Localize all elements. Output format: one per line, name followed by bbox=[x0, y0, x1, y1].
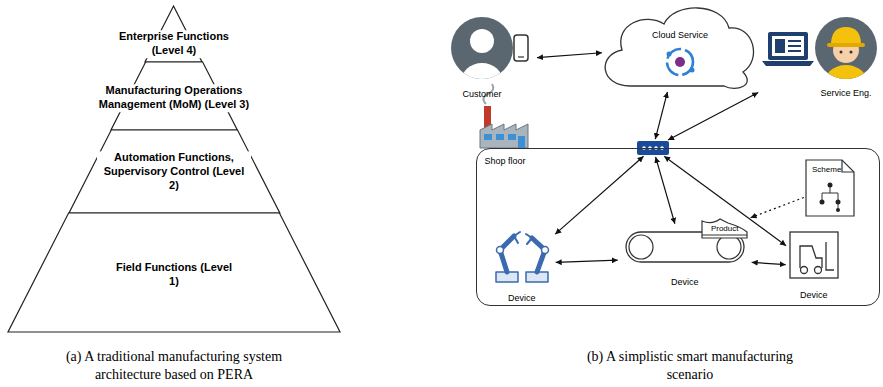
conveyor-device: Device bbox=[620, 226, 750, 290]
forklift bbox=[790, 232, 838, 278]
band-label: Field Functions (Level 1) bbox=[112, 261, 236, 289]
connector-arrow bbox=[656, 157, 675, 224]
band-label: Enterprise Functions (Level 4) bbox=[107, 30, 241, 58]
figure-caption: (a) A traditional manufacturing system a… bbox=[39, 348, 309, 384]
laptop-line bbox=[788, 45, 801, 47]
node-label: Product bbox=[711, 224, 739, 234]
phone-button bbox=[518, 56, 524, 57]
factory-window bbox=[484, 134, 492, 140]
forklift-wheel bbox=[801, 267, 808, 274]
pyramid-band: Enterprise Functions (Level 4) bbox=[145, 6, 202, 62]
cloud-outline bbox=[605, 8, 753, 88]
tree-node bbox=[828, 183, 833, 188]
laptop-display bbox=[772, 36, 804, 56]
tree-node bbox=[836, 208, 840, 212]
cloud-service: Cloud Service bbox=[604, 4, 754, 90]
pyramid-band: Automation Functions, Supervisory Contro… bbox=[69, 130, 280, 213]
connector-arrow bbox=[751, 197, 804, 217]
node-label: Customer bbox=[462, 89, 501, 100]
service-ring bbox=[667, 49, 693, 75]
robot-link bbox=[532, 238, 545, 272]
pyramid-band: Manufacturing Operations Management (MoM… bbox=[111, 62, 237, 130]
avatar-head bbox=[470, 29, 494, 53]
pyramid-band: Field Functions (Level 1) bbox=[8, 213, 340, 332]
engineer-icon bbox=[762, 17, 877, 103]
band-label: Automation Functions, Supervisory Contro… bbox=[97, 151, 251, 192]
connector-arrow bbox=[668, 93, 758, 141]
band-trapezoid bbox=[8, 213, 340, 332]
band-trapezoid bbox=[69, 130, 280, 213]
robot-link bbox=[500, 236, 514, 272]
laptop-line bbox=[788, 40, 801, 42]
node-label: Cloud Service bbox=[652, 30, 708, 41]
cloud-shape bbox=[605, 8, 753, 88]
eye bbox=[850, 51, 853, 54]
document-outline bbox=[806, 160, 854, 216]
robot-arm bbox=[496, 232, 549, 282]
node-label: Service Eng. bbox=[820, 88, 871, 99]
forklift-wheel bbox=[815, 267, 822, 274]
connector-arrow bbox=[752, 262, 786, 264]
laptop-base bbox=[762, 61, 814, 66]
product-item: Product bbox=[700, 217, 749, 239]
node-label: Device bbox=[671, 277, 699, 288]
eye bbox=[840, 51, 843, 54]
laptop-line bbox=[788, 50, 801, 52]
shoe-product bbox=[702, 219, 747, 238]
factory-building bbox=[480, 124, 528, 148]
node-label: Device bbox=[508, 293, 536, 304]
avatar-body bbox=[461, 63, 503, 101]
connector-arrow bbox=[556, 260, 618, 262]
tree-node bbox=[820, 200, 825, 205]
shoe-sole bbox=[702, 235, 747, 236]
service-dot bbox=[675, 57, 685, 67]
customer-icon bbox=[451, 17, 528, 101]
scheme-document: Scheme bbox=[806, 160, 854, 216]
tree-node bbox=[836, 200, 841, 205]
engineer-actor: Service Eng. bbox=[760, 14, 880, 106]
connector-arrow bbox=[537, 53, 602, 58]
factory-window bbox=[496, 134, 504, 140]
connector-arrow bbox=[664, 156, 786, 246]
robot-joint bbox=[542, 247, 549, 254]
forklift-mast bbox=[826, 242, 834, 270]
node-label: Shop floor bbox=[484, 156, 525, 167]
band-label: Manufacturing Operations Management (MoM… bbox=[93, 84, 255, 112]
forklift-body bbox=[800, 246, 822, 268]
node-label: Device bbox=[800, 290, 828, 301]
robot-gripper bbox=[514, 232, 520, 243]
connector-arrow bbox=[655, 92, 667, 139]
node-label: Scheme bbox=[812, 165, 841, 175]
figure-caption: (b) A simplistic smart manufacturing sce… bbox=[570, 348, 810, 384]
laptop-window bbox=[775, 39, 785, 53]
connector-arrow bbox=[555, 156, 643, 234]
robot-joint bbox=[497, 247, 504, 254]
shop-floor-region: SchemeDeviceProductDeviceDeviceShop floo… bbox=[476, 148, 880, 306]
device-box bbox=[790, 232, 838, 278]
tree-lines bbox=[822, 187, 838, 209]
helmet bbox=[831, 27, 861, 45]
factory-door bbox=[518, 136, 525, 148]
factory-window bbox=[508, 134, 516, 140]
helmet-brim bbox=[827, 43, 865, 47]
laptop-screen bbox=[768, 32, 808, 60]
customer-actor: Customer bbox=[449, 15, 535, 107]
robot-device: Device bbox=[490, 222, 554, 306]
scheme-document bbox=[806, 160, 854, 216]
service-dot bbox=[690, 68, 695, 73]
conveyor-roller bbox=[629, 235, 653, 259]
network-switch bbox=[637, 141, 669, 155]
robot-gripper bbox=[526, 234, 532, 244]
document-fold bbox=[842, 160, 854, 172]
forklift-device: Device bbox=[788, 228, 842, 306]
phone-icon bbox=[514, 35, 528, 61]
service-dot bbox=[667, 52, 672, 57]
